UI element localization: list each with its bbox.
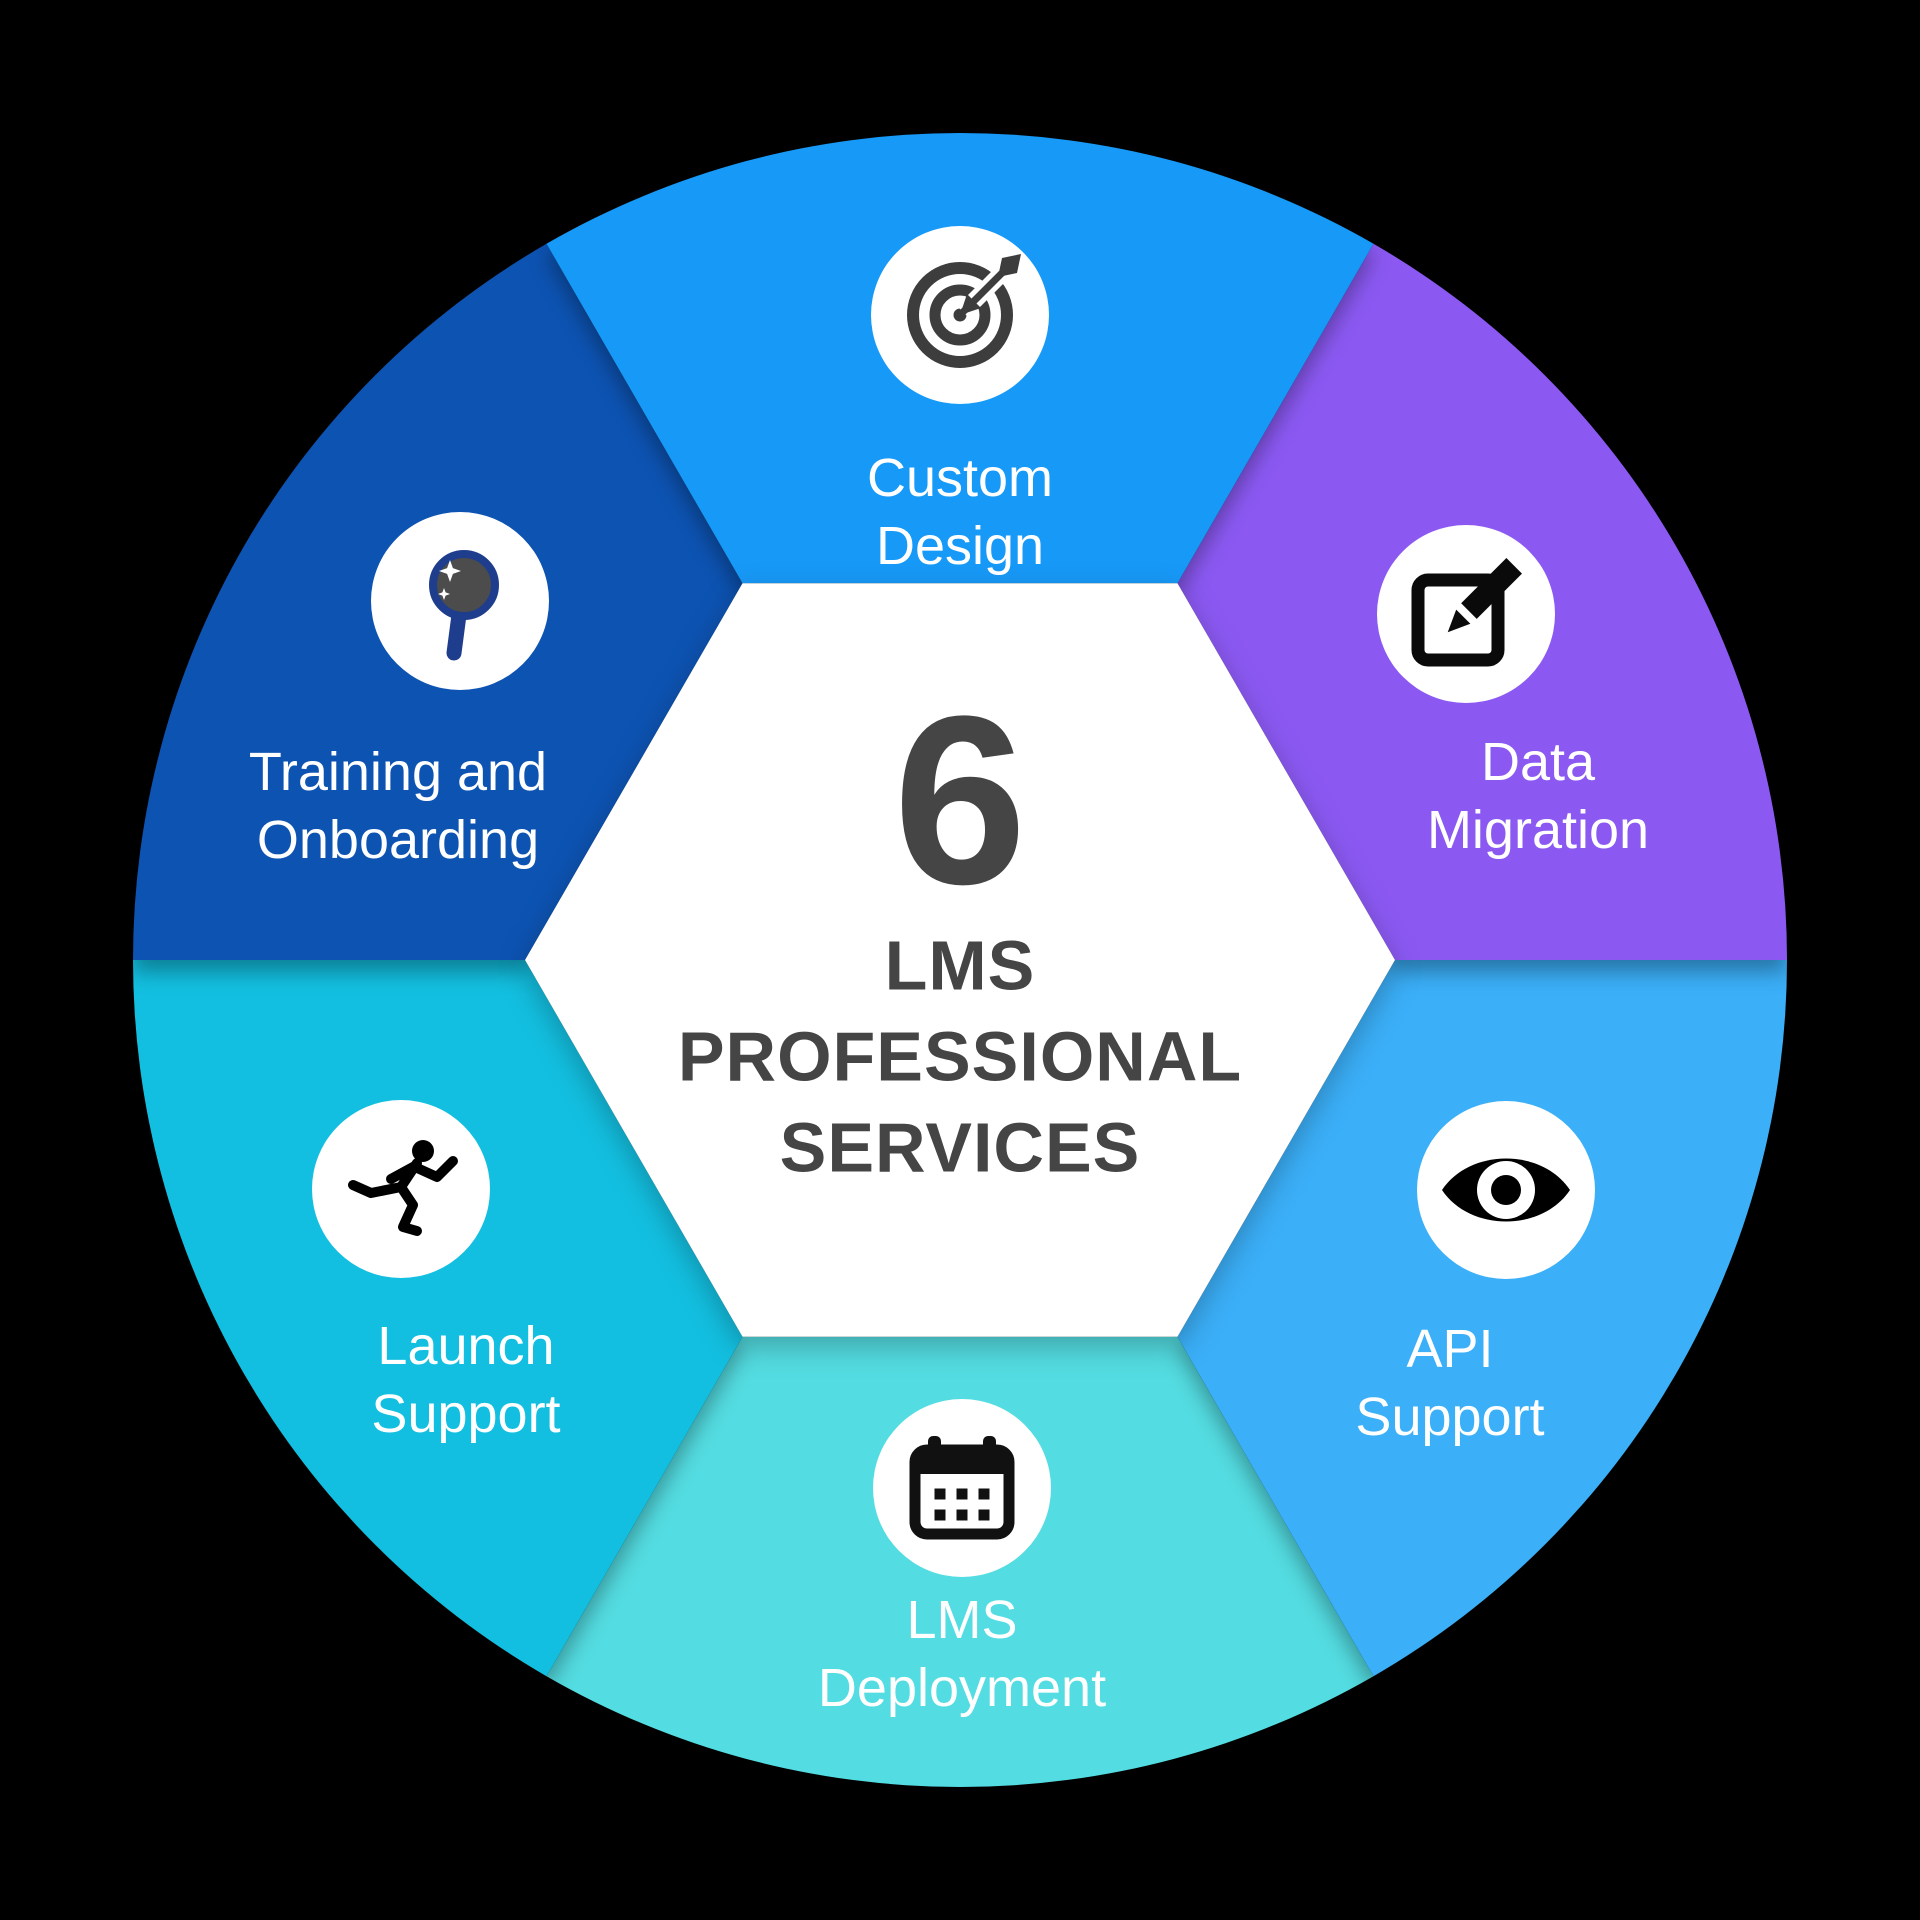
edit-icon bbox=[1377, 525, 1555, 703]
icon-circle bbox=[1377, 525, 1555, 703]
label-line: Onboarding bbox=[256, 810, 540, 870]
label-line: Support bbox=[1355, 1387, 1545, 1447]
label-line: API bbox=[1406, 1319, 1494, 1379]
runner-icon bbox=[312, 1100, 490, 1278]
label-line: Launch bbox=[377, 1316, 555, 1376]
eye-icon bbox=[1417, 1101, 1595, 1279]
center-title-line: LMS bbox=[884, 926, 1036, 1005]
label-line: Custom bbox=[866, 448, 1054, 508]
center-title-line: SERVICES bbox=[779, 1108, 1141, 1187]
label-api-support: API Support bbox=[1355, 1315, 1544, 1451]
center-hexagon bbox=[525, 583, 1395, 1337]
label-line: Support bbox=[371, 1384, 561, 1444]
label-line: Data bbox=[1480, 732, 1596, 792]
icon-circle bbox=[873, 1399, 1051, 1577]
segment-api-support bbox=[1177, 960, 1787, 1677]
center-title-line: PROFESSIONAL bbox=[677, 1017, 1243, 1096]
magnifier-icon bbox=[371, 512, 549, 690]
label-line: Design bbox=[875, 516, 1045, 576]
calendar-icon bbox=[873, 1399, 1051, 1577]
label-line: LMS bbox=[906, 1590, 1018, 1650]
label-training-onboarding: Training and Onboarding bbox=[249, 738, 547, 874]
center-title: LMS PROFESSIONAL SERVICES bbox=[678, 921, 1242, 1194]
target-icon bbox=[871, 226, 1049, 404]
segment-launch-support bbox=[133, 960, 743, 1677]
label-data-migration: Data Migration bbox=[1427, 728, 1649, 864]
label-custom-design: Custom Design bbox=[867, 444, 1053, 580]
label-line: Migration bbox=[1426, 800, 1650, 860]
center-number: 6 bbox=[893, 666, 1027, 934]
label-launch-support: Launch Support bbox=[371, 1312, 560, 1448]
label-lms-deployment: LMS Deployment bbox=[818, 1586, 1106, 1722]
label-line: Deployment bbox=[817, 1658, 1107, 1718]
label-line: Training and bbox=[248, 742, 548, 802]
